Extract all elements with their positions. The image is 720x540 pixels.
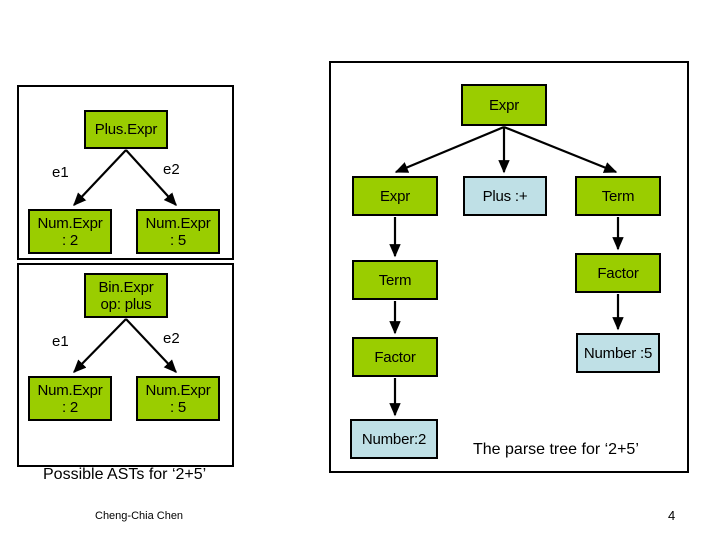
parse-node-left-number[interactable]: Number:2 — [350, 419, 438, 459]
parse-node-root-expr-label: Expr — [488, 96, 520, 114]
parse-node-left-term[interactable]: Term — [352, 260, 438, 300]
ast2-child-right-label: Num.Expr — [145, 381, 211, 399]
ast2-child-right-numexpr[interactable]: Num.Expr : 5 — [136, 376, 220, 421]
ast1-child-left-numexpr[interactable]: Num.Expr : 2 — [28, 209, 112, 254]
parse-node-left-expr-label: Expr — [379, 187, 411, 205]
parse-node-right-term-label: Term — [601, 187, 635, 205]
parse-node-root-expr[interactable]: Expr — [461, 84, 547, 126]
ast2-edge-label-e1: e1 — [52, 333, 69, 350]
ast2-root-label: Bin.Expr — [98, 278, 154, 296]
ast2-edge-label-e2: e2 — [163, 330, 180, 347]
parse-node-left-factor[interactable]: Factor — [352, 337, 438, 377]
parse-node-right-number[interactable]: Number :5 — [576, 333, 660, 373]
ast1-child-right-numexpr[interactable]: Num.Expr : 5 — [136, 209, 220, 254]
parse-node-right-factor[interactable]: Factor — [575, 253, 661, 293]
ast2-root-op: op: plus — [100, 295, 152, 313]
parse-node-right-number-label: Number :5 — [583, 344, 653, 362]
ast1-edge-label-e1: e1 — [52, 164, 69, 181]
parse-node-left-expr[interactable]: Expr — [352, 176, 438, 216]
parse-node-right-factor-label: Factor — [597, 264, 639, 282]
parse-node-plus-token[interactable]: Plus :+ — [463, 176, 547, 216]
ast1-edge-label-e2: e2 — [163, 161, 180, 178]
ast2-child-right-value: : 5 — [169, 398, 187, 416]
ast2-root-binexpr[interactable]: Bin.Expr op: plus — [84, 273, 168, 318]
footer-author: Cheng-Chia Chen — [95, 510, 184, 522]
parse-node-left-term-label: Term — [378, 271, 412, 289]
ast1-child-right-label: Num.Expr — [145, 214, 211, 232]
ast2-child-left-label: Num.Expr — [37, 381, 103, 399]
parse-node-plus-token-label: Plus :+ — [482, 187, 528, 205]
ast1-root-plusexpr[interactable]: Plus.Expr — [84, 110, 168, 149]
parse-node-left-factor-label: Factor — [374, 348, 416, 366]
parse-node-left-number-label: Number:2 — [361, 430, 427, 448]
parse-node-right-term[interactable]: Term — [575, 176, 661, 216]
ast2-child-left-numexpr[interactable]: Num.Expr : 2 — [28, 376, 112, 421]
ast2-child-left-value: : 2 — [61, 398, 79, 416]
ast1-child-left-label: Num.Expr — [37, 214, 103, 232]
footer-page-number: 4 — [668, 508, 676, 523]
ast1-child-left-value: : 2 — [61, 231, 79, 249]
ast1-child-right-value: : 5 — [169, 231, 187, 249]
ast-section-caption: Possible ASTs for ‘2+5’ — [43, 466, 207, 483]
ast1-root-label: Plus.Expr — [94, 121, 158, 138]
parse-tree-caption: The parse tree for ‘2+5’ — [473, 441, 639, 458]
